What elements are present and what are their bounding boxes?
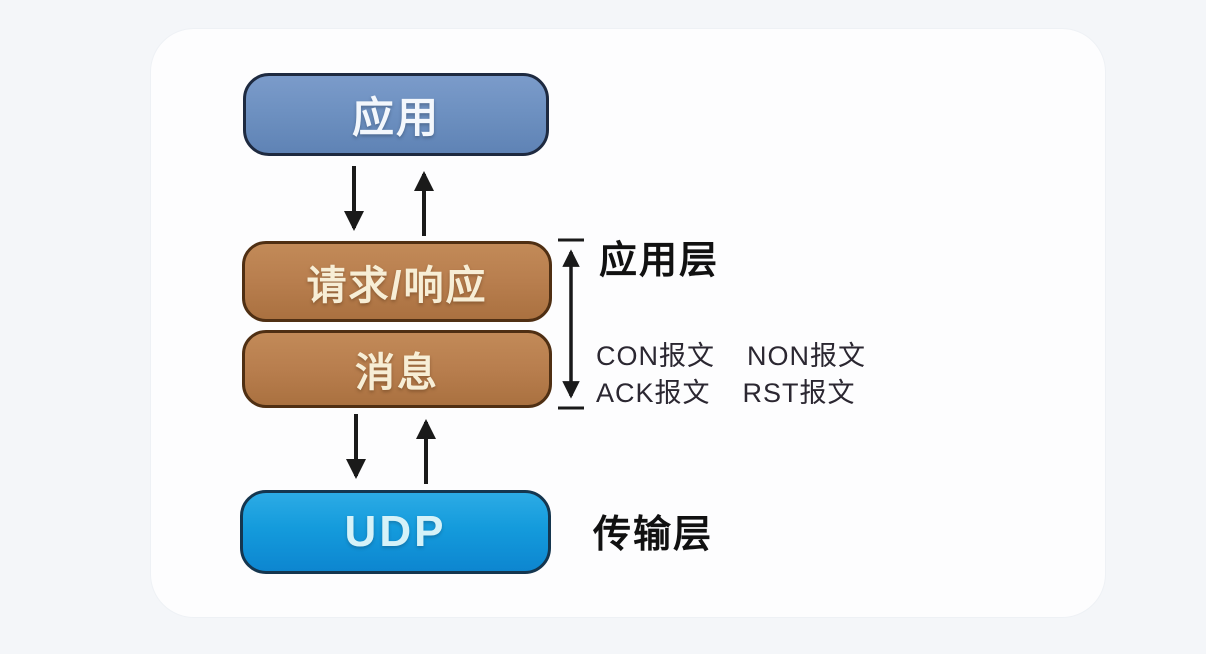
ack-message-label: ACK报文: [596, 378, 711, 408]
message-types-row-2: ACK报文 RST报文: [596, 380, 856, 407]
rst-message-label: RST报文: [742, 378, 856, 408]
request-response-box: 请求/响应: [242, 241, 552, 322]
application-layer-label: 应用层: [599, 240, 720, 282]
udp-box: UDP: [240, 490, 551, 574]
non-message-label: NON报文: [747, 341, 866, 371]
message-types-row-1: CON报文 NON报文: [596, 343, 866, 370]
message-box: 消息: [242, 330, 552, 408]
request-response-box-label: 请求/响应: [306, 263, 488, 308]
application-box: 应用: [243, 73, 549, 156]
con-message-label: CON报文: [596, 341, 715, 371]
udp-box-label: UDP: [344, 507, 447, 556]
message-box-label: 消息: [355, 351, 439, 395]
transport-layer-label: 传输层: [593, 514, 714, 556]
application-box-label: 应用: [351, 94, 440, 141]
